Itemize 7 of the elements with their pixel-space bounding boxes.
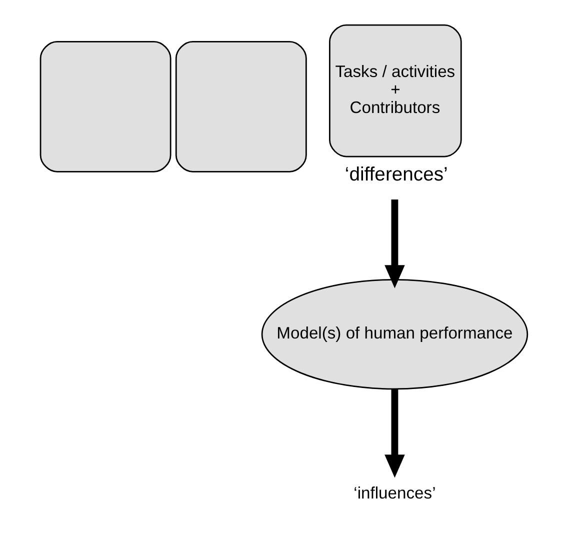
node-label: ‘differences’ [344, 163, 448, 186]
arrow [384, 200, 405, 288]
arrow [384, 389, 405, 478]
node-ellipse: Model(s) of human performance [261, 278, 528, 390]
node-box [40, 40, 172, 172]
node-text: ‘influences’ [354, 483, 436, 502]
node-box [175, 40, 307, 172]
